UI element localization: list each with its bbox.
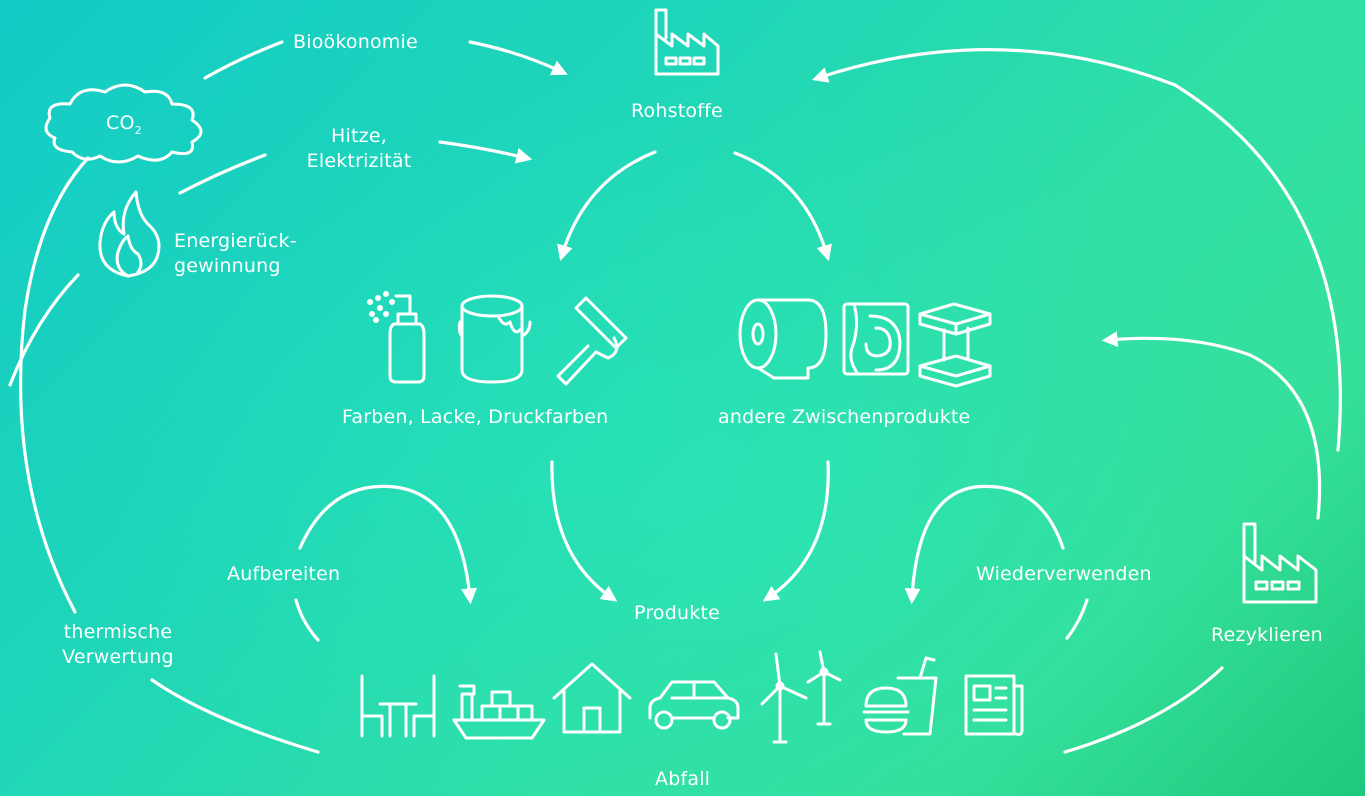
bio-arrow: [468, 40, 568, 76]
label-hitze: Hitze, Elektrizität: [286, 124, 432, 174]
hitze-arrow: [438, 140, 533, 164]
label-rohstoffe: Rohstoffe: [631, 100, 723, 122]
rezyklieren-outer-arrow: [811, 48, 1342, 452]
abfall-to-rezyklieren-line: [1063, 666, 1224, 754]
wiederverwenden-loop-bottom: [1065, 598, 1089, 640]
flame-icon: [98, 190, 161, 278]
energie-line2: gewinnung: [174, 255, 281, 277]
wood-board-icon: [842, 302, 910, 376]
paper-roll-icon: [738, 298, 828, 380]
farben-to-produkte-arrow: [550, 460, 618, 602]
label-energie: Energierück- gewinnung: [174, 229, 297, 279]
label-aufbereiten: Aufbereiten: [227, 563, 341, 585]
label-farben: Farben, Lacke, Druckfarben: [342, 406, 609, 428]
hitze-line2: Elektrizität: [306, 150, 412, 172]
car-icon: [648, 680, 740, 730]
thermische-line2: Verwertung: [62, 646, 174, 668]
house-icon: [552, 662, 632, 734]
thermische-outer-line: [18, 156, 90, 614]
zwischen-to-produkte-arrow: [762, 460, 830, 602]
burger-drink-icon: [862, 656, 938, 736]
thermische-line1: thermische: [63, 621, 173, 643]
label-wiederverwenden: Wiederverwenden: [976, 563, 1152, 585]
co2-subscript: 2: [134, 124, 142, 137]
bio-left-line: [203, 40, 284, 80]
rohstoffe-to-zwischen-arrow: [733, 151, 832, 262]
label-produkte: Produkte: [634, 602, 720, 624]
table-chairs-icon: [360, 674, 436, 738]
cloud-co2-icon: [44, 83, 203, 164]
paint-roller-icon: [556, 296, 628, 386]
hitze-left-line: [178, 153, 267, 195]
cargo-ship-icon: [452, 684, 546, 740]
rohstoffe-to-farben-arrow: [557, 150, 657, 262]
factory-icon: [1242, 522, 1318, 604]
label-co2: CO2: [106, 111, 142, 143]
aufbereiten-loop-top: [298, 484, 478, 605]
hitze-line1: Hitze,: [331, 125, 387, 147]
aufbereiten-loop-bottom: [294, 598, 320, 642]
thermische-inner-line: [8, 273, 80, 387]
wind-turbine-icon: [760, 650, 842, 744]
label-biooekonomie: Bioökonomie: [293, 31, 418, 53]
factory-icon: [654, 8, 720, 76]
rezyklieren-inner-arrow: [1101, 331, 1322, 520]
wiederverwenden-loop-top: [904, 484, 1065, 605]
label-rezyklieren: Rezyklieren: [1211, 624, 1323, 646]
label-abfall: Abfall: [655, 768, 711, 790]
co2-text: CO: [106, 112, 135, 134]
newspaper-icon: [964, 674, 1024, 736]
spray-can-icon: [367, 291, 426, 384]
label-zwischen: andere Zwischenprodukte: [718, 406, 971, 428]
paint-bucket-icon: [457, 294, 532, 384]
steel-beam-icon: [918, 302, 992, 388]
abfall-to-thermische-line: [150, 678, 320, 754]
energie-line1: Energierück-: [174, 230, 297, 252]
label-thermische: thermische Verwertung: [40, 620, 196, 670]
